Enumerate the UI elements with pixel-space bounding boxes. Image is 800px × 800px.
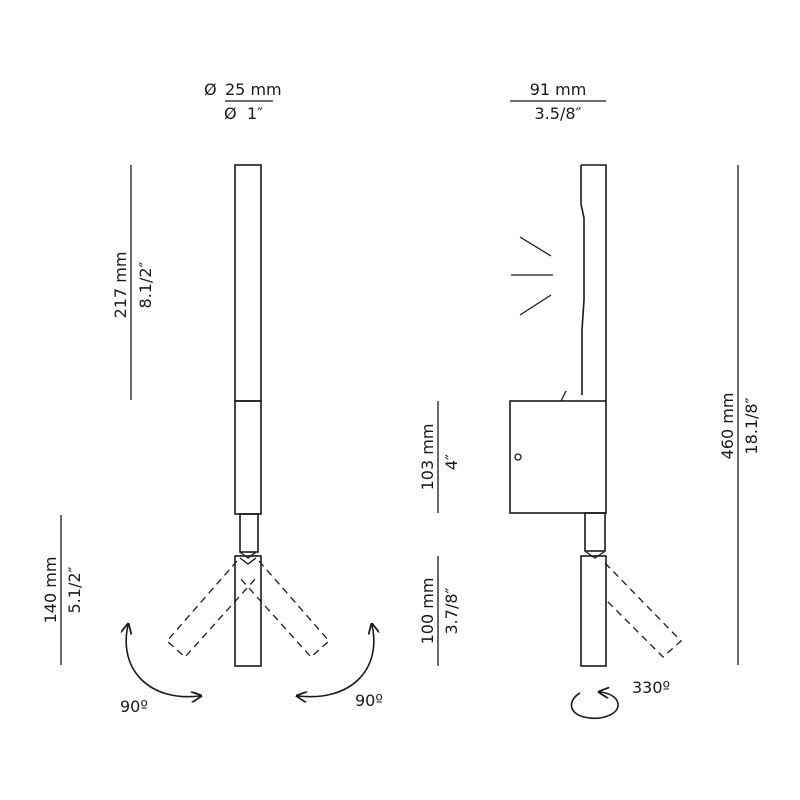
left-rotated-head-outline (166, 560, 258, 658)
diameter-imperial-label: 1″ (247, 104, 263, 123)
head-height-imperial-label: 3.7/8″ (442, 587, 461, 634)
lamp-side-joint (584, 512, 606, 552)
rotation-side-label: 330º (632, 678, 670, 697)
box-height-imperial-label: 4″ (442, 454, 461, 470)
side-view: 91 mm 3.5/8″ 103 mm 4″ 100 mm 3.7/8″ 460… (418, 80, 761, 720)
rotation-right-label: 90º (355, 691, 383, 710)
lamp-side-head (580, 555, 607, 667)
lamp-head (234, 555, 262, 667)
lamp-side-switch (560, 390, 567, 402)
right-rotated-head-outline (238, 560, 330, 658)
lamp-middle-tube (234, 400, 262, 515)
lamp-side-pivot-mark (585, 551, 605, 559)
rotation-arrow-right-icon (298, 625, 374, 697)
diameter-symbol: Ø (204, 80, 217, 99)
light-rays-icon (511, 236, 553, 316)
lamp-side-tube (580, 164, 607, 401)
rotation-arrow-left-icon (126, 625, 200, 697)
upper-height-imperial-label: 8.1/2″ (136, 261, 155, 308)
mounting-box-screw (514, 453, 522, 461)
lamp-upper-tube (234, 164, 262, 402)
head-height-metric-label: 100 mm (418, 578, 437, 645)
diameter-metric-label: 25 mm (225, 80, 282, 99)
depth-metric-label: 91 mm (530, 80, 587, 99)
diameter-symbol-2: Ø (224, 104, 237, 123)
front-view: Ø 25 mm Ø 1″ 217 mm 8.1/2″ 140 mm 5.1/2″… (41, 80, 383, 716)
box-height-metric-label: 103 mm (418, 424, 437, 491)
mounting-box (509, 400, 607, 514)
rotation-left-label: 90º (120, 697, 148, 716)
total-height-imperial-label: 18.1/8″ (742, 397, 761, 454)
side-rotated-head-outline (604, 562, 682, 658)
upper-height-metric-label: 217 mm (111, 252, 130, 319)
depth-imperial-label: 3.5/8″ (535, 104, 582, 123)
lamp-joint (239, 513, 259, 553)
lower-height-metric-label: 140 mm (41, 557, 60, 624)
total-height-metric-label: 460 mm (718, 393, 737, 460)
lamp-pivot-mark (239, 551, 257, 565)
lower-height-imperial-label: 5.1/2″ (65, 566, 84, 613)
rotation-circle-icon (570, 692, 619, 720)
